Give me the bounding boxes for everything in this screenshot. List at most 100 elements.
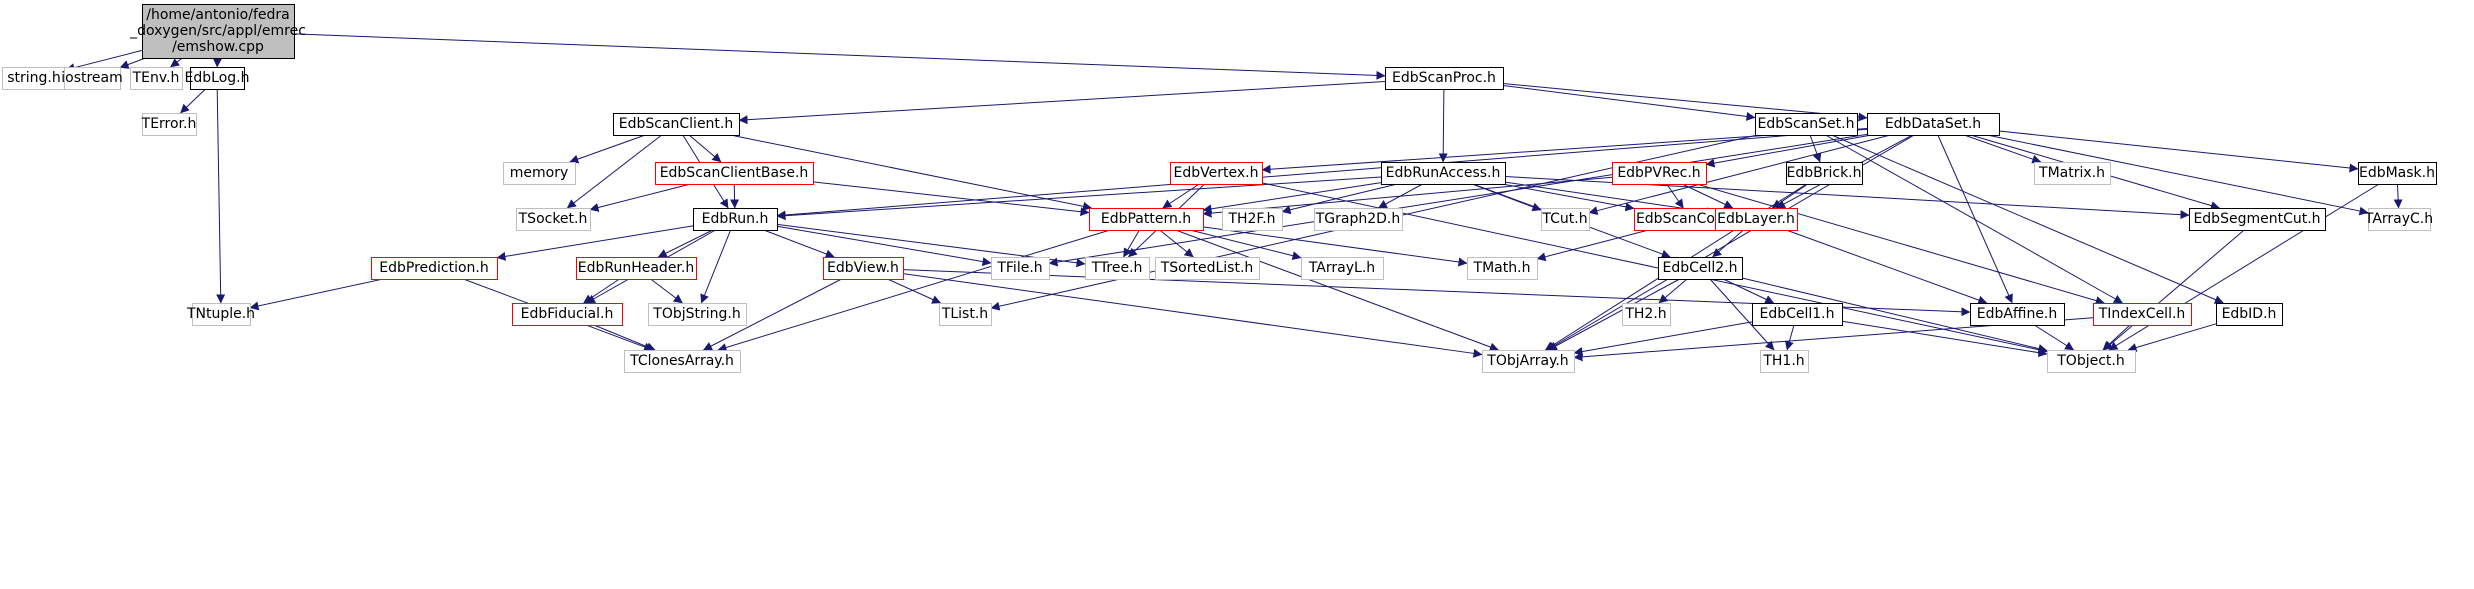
node-tarrayl[interactable]: TArrayL.h [1301,257,1384,280]
edge-edbrun-to-tobjstring [700,229,732,304]
edge-prediction-to-tntuple [249,278,384,311]
node-label: EdbPVRec.h [1617,165,1700,181]
node-edblayer[interactable]: EdbLayer.h [1715,208,1798,231]
node-box [371,257,498,280]
node-tclonesarray[interactable]: TClonesArray.h [624,350,741,373]
node-box [1612,162,1707,185]
edge-root-to-tenv [170,57,183,68]
edge-dataset-to-tfile [1048,133,1868,267]
node-edbview[interactable]: EdbView.h [823,257,904,280]
node-tindexcell[interactable]: TIndexCell.h [2093,303,2192,326]
node-prediction[interactable]: EdbPrediction.h [371,257,498,280]
edge-scanclientbase-to-pattern [812,181,1090,217]
edge-dataset-to-edbrun [776,128,1868,220]
edge-scanclient-to-scanclientbase [688,134,722,163]
node-iostream[interactable]: iostream [61,67,123,90]
edge-root-to-iostream [119,57,146,69]
edge-pvrec-to-tindexcell [1696,183,2105,305]
node-box [1786,162,1863,185]
node-label: EdbPattern.h [1101,211,1191,227]
edge-fiducial-to-tclonesarray [593,324,656,351]
node-tmatrix[interactable]: TMatrix.h [2034,162,2111,185]
node-tsocket[interactable]: TSocket.h [516,208,591,231]
node-cell2[interactable]: EdbCell2.h [1658,257,1743,280]
node-scanclient[interactable]: EdbScanClient.h [613,113,740,136]
node-edbaffine[interactable]: EdbAffine.h [1970,303,2065,326]
edge-scanset-to-brick [1809,134,1822,163]
node-label: EdbView.h [827,260,899,276]
node-box [1385,67,1504,90]
edge-runaccess-to-th2f [1281,183,1398,215]
node-segmentcut[interactable]: EdbSegmentCut.h [2189,208,2326,231]
node-scanproc[interactable]: EdbScanProc.h [1385,67,1504,90]
node-edbmask[interactable]: EdbMask.h [2358,162,2437,185]
node-label: EdbFiducial.h [521,306,614,322]
node-cell1[interactable]: EdbCell1.h [1752,303,1843,326]
node-tarrayc[interactable]: TArrayC.h [2364,208,2433,231]
node-tntuple[interactable]: TNtuple.h [186,303,255,326]
node-scanclientbase[interactable]: EdbScanClientBase.h [655,162,814,185]
node-memory[interactable]: memory [503,162,576,185]
node-th1[interactable]: TH1.h [1760,350,1809,373]
node-box [512,303,623,326]
edge-pvrec-to-pattern [1202,176,1613,218]
edge-scanclient-to-tsocket [566,134,663,209]
edge-tindexcell-to-tobject [2102,324,2131,351]
node-label: TCut.h [1541,211,1587,227]
node-pattern[interactable]: EdbPattern.h [1089,208,1204,231]
node-tobjarray[interactable]: TObjArray.h [1482,350,1575,373]
node-box [1752,303,1843,326]
node-tobject[interactable]: TObject.h [2047,350,2136,373]
edge-scanproc-to-scanclient [738,81,1386,125]
node-fiducial[interactable]: EdbFiducial.h [512,303,623,326]
node-box [64,67,121,90]
node-dataset[interactable]: EdbDataSet.h [1867,113,2000,136]
node-brick[interactable]: EdbBrick.h [1786,162,1863,185]
node-edblog[interactable]: EdbLog.h [185,67,250,90]
node-tenv[interactable]: TEnv.h [130,67,183,90]
node-runheader[interactable]: EdbRunHeader.h [576,257,697,280]
node-tobjstring[interactable]: TObjString.h [648,303,747,326]
node-tmath[interactable]: TMath.h [1467,257,1538,280]
edge-edbid-to-tobject [2127,323,2217,352]
node-pvrec[interactable]: EdbPVRec.h [1612,162,1707,185]
node-label: TObjArray.h [1486,353,1568,369]
edge-pattern-to-tarrayl [1189,229,1302,261]
node-tlist[interactable]: TList.h [939,303,992,326]
node-label: TList.h [941,306,988,322]
edge-dataset-to-tarrayc [1986,134,2369,216]
edge-scanproc-to-dataset [1502,83,1868,122]
node-th2[interactable]: TH2.h [1622,303,1671,326]
node-box [1381,162,1506,185]
node-terror[interactable]: TError.h [141,113,197,136]
node-label: TArrayC.h [2364,211,2433,227]
node-box [1622,303,1671,326]
node-tcut[interactable]: TCut.h [1541,208,1590,231]
node-runaccess[interactable]: EdbRunAccess.h [1381,162,1506,185]
node-label: TEnv.h [132,70,180,86]
node-tfile[interactable]: TFile.h [991,257,1050,280]
node-string[interactable]: string.h [2,67,67,90]
edge-root-to-scanproc [293,33,1386,80]
node-tgraph2d[interactable]: TGraph2D.h [1314,208,1403,231]
node-edbid[interactable]: EdbID.h [2216,303,2283,326]
node-th2f[interactable]: TH2F.h [1222,208,1283,231]
node-scanset[interactable]: EdbScanSet.h [1755,113,1858,136]
node-label: EdbCell2.h [1662,260,1737,276]
node-box [2216,303,2283,326]
node-tsortedlist[interactable]: TSortedList.h [1155,257,1260,280]
edge-pattern-to-tmath [1202,226,1468,267]
node-label: EdbDataSet.h [1885,116,1981,132]
edge-edbrun-to-tfile [776,225,992,267]
node-label: EdbCell1.h [1759,306,1834,322]
edge-runaccess-to-pattern [1202,182,1382,214]
node-edbvertex[interactable]: EdbVertex.h [1170,162,1263,185]
edge-runheader-to-tobjstring [650,278,683,304]
node-edbrun[interactable]: EdbRun.h [693,208,778,231]
node-label: TClonesArray.h [629,353,734,369]
node-box [991,257,1050,280]
node-box [142,4,295,59]
node-label: EdbScanProc.h [1392,70,1496,86]
node-ttree[interactable]: TTree.h [1085,257,1150,280]
node-label: string.h [7,70,61,86]
